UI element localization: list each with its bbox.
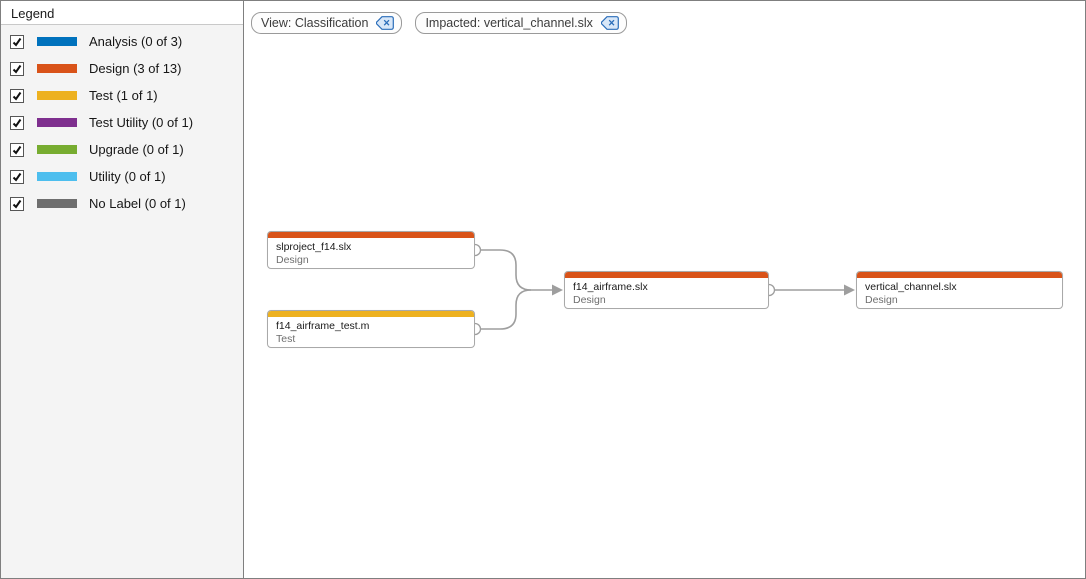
node-f14-airframe[interactable]: f14_airframe.slx Design: [564, 271, 769, 309]
test-color-swatch: [37, 91, 77, 100]
node-category-bar: [268, 311, 474, 317]
node-title: f14_airframe.slx: [573, 281, 648, 293]
arrowhead-into-airframe: [552, 284, 563, 296]
upgrade-color-swatch: [37, 145, 77, 154]
backspace-delete-icon: [600, 16, 619, 30]
legend-item-test[interactable]: Test (1 of 1): [1, 82, 243, 109]
impacted-filter-label: Impacted: vertical_channel.slx: [425, 16, 593, 30]
remove-view-filter-button[interactable]: [376, 16, 395, 30]
upgrade-checkbox[interactable]: [10, 142, 24, 157]
legend-item-test-utility[interactable]: Test Utility (0 of 1): [1, 109, 243, 136]
legend-item-analysis[interactable]: Analysis (0 of 3): [1, 28, 243, 55]
node-subtitle: Test: [276, 333, 296, 345]
legend-panel-title: Legend: [1, 1, 243, 25]
filter-chip-bar: View: Classification Impacted: vertical_…: [251, 12, 627, 34]
node-slproject-f14[interactable]: slproject_f14.slx Design: [267, 231, 475, 269]
legend-item-label: Analysis (0 of 3): [89, 34, 183, 49]
edge-slproject-to-airframe[interactable]: [480, 249, 552, 291]
view-filter-chip: View: Classification: [251, 12, 403, 34]
legend-item-label: Upgrade (0 of 1): [89, 142, 184, 157]
test-checkbox[interactable]: [10, 88, 24, 103]
utility-color-swatch: [37, 172, 77, 181]
legend-list: Analysis (0 of 3) Design (3 of 13) Test …: [1, 25, 243, 217]
node-vertical-channel[interactable]: vertical_channel.slx Design: [856, 271, 1063, 309]
node-subtitle: Design: [573, 294, 606, 306]
node-title: slproject_f14.slx: [276, 241, 352, 253]
legend-item-label: Test (1 of 1): [89, 88, 158, 103]
legend-item-no-label[interactable]: No Label (0 of 1): [1, 190, 243, 217]
impacted-filter-chip: Impacted: vertical_channel.slx: [415, 12, 627, 34]
test-utility-color-swatch: [37, 118, 77, 127]
arrowhead-into-vertical-channel: [844, 284, 855, 296]
node-category-bar: [565, 272, 768, 278]
legend-item-label: Utility (0 of 1): [89, 169, 166, 184]
test-utility-checkbox[interactable]: [10, 115, 24, 130]
view-filter-label: View: Classification: [261, 16, 369, 30]
legend-item-label: Design (3 of 13): [89, 61, 182, 76]
legend-item-label: No Label (0 of 1): [89, 196, 186, 211]
legend-item-label: Test Utility (0 of 1): [89, 115, 194, 130]
legend-item-upgrade[interactable]: Upgrade (0 of 1): [1, 136, 243, 163]
design-color-swatch: [37, 64, 77, 73]
legend-panel: Legend Analysis (0 of 3) Design (3 of 13…: [1, 1, 244, 578]
edge-test-to-airframe[interactable]: [480, 289, 532, 330]
node-category-bar: [857, 272, 1062, 278]
node-title: f14_airframe_test.m: [276, 320, 370, 332]
node-subtitle: Design: [865, 294, 898, 306]
legend-item-design[interactable]: Design (3 of 13): [1, 55, 243, 82]
node-category-bar: [268, 232, 474, 238]
no-label-color-swatch: [37, 199, 77, 208]
analysis-color-swatch: [37, 37, 77, 46]
node-title: vertical_channel.slx: [865, 281, 957, 293]
no-label-checkbox[interactable]: [10, 196, 24, 211]
backspace-delete-icon: [376, 16, 395, 30]
node-f14-airframe-test[interactable]: f14_airframe_test.m Test: [267, 310, 475, 348]
legend-item-utility[interactable]: Utility (0 of 1): [1, 163, 243, 190]
utility-checkbox[interactable]: [10, 169, 24, 184]
node-subtitle: Design: [276, 254, 309, 266]
analysis-checkbox[interactable]: [10, 34, 24, 49]
design-checkbox[interactable]: [10, 61, 24, 76]
remove-impacted-filter-button[interactable]: [600, 16, 619, 30]
